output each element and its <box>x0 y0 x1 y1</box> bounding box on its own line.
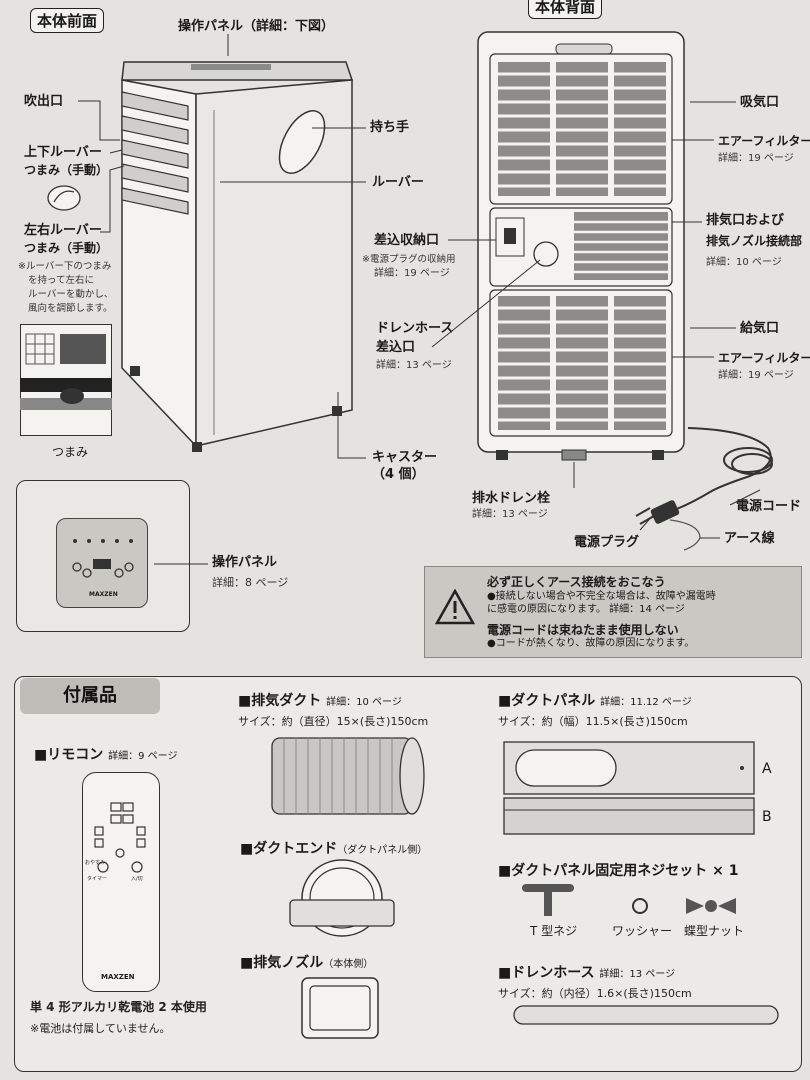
duct-ref: 詳細：10 ページ <box>326 697 402 708</box>
handle-label: 持ち手 <box>370 120 410 135</box>
power-plug-label: 電源プラグ <box>574 535 640 550</box>
exhaust-ref: 詳細：10 ページ <box>706 257 782 268</box>
duct-end-illustration <box>289 859 395 937</box>
t-screw-label: T 型ネジ <box>530 924 578 938</box>
panel-closeup: MAXZEN <box>56 518 148 608</box>
louver-note-3: ルーバーを動かし、 <box>28 289 114 300</box>
exhaust-label-2: 排気ノズル接続部 <box>706 234 803 248</box>
louver-note-2: を持って左右に <box>28 275 95 286</box>
duct-heading: ■排気ダクト 詳細：10 ページ <box>238 690 402 710</box>
warning-icon <box>435 589 475 625</box>
exhaust-duct-illustration <box>271 737 425 815</box>
remote-heading: ■リモコン 詳細：9 ページ <box>34 744 177 764</box>
filter1-label: エアーフィルター <box>718 134 810 148</box>
plug-store-label: 差込収納口 <box>374 233 440 248</box>
drain-plug-ref: 詳細：13 ページ <box>472 509 548 520</box>
louver-label: ルーバー <box>372 175 424 190</box>
filter1-ref: 詳細：19 ページ <box>718 153 794 164</box>
duct-size: サイズ：約（直径）15×(長さ)150cm <box>238 715 429 728</box>
panel-size: サイズ：約（幅）11.5×(長さ)150cm <box>498 715 688 728</box>
warning-text-1a: ●接続しない場合や不完全な場合は、故障や漏電時 <box>487 591 716 602</box>
drain-hose-label-2: 差込口 <box>376 340 416 355</box>
knob-label: つまみ <box>52 445 89 459</box>
back-unit-illustration <box>477 31 685 461</box>
screw-heading: ■ダクトパネル固定用ネジセット × 1 <box>498 863 739 879</box>
filter2-ref: 詳細：19 ページ <box>718 370 794 381</box>
front-unit-illustration <box>121 61 354 452</box>
warning-box: 必ず正しくアース接続をおこなう ●接続しない場合や不完全な場合は、故障や漏電時 … <box>424 566 802 658</box>
panel-b-label: B <box>762 809 772 825</box>
remote-btn-2: タイマー <box>87 876 108 882</box>
plug-store-ref: 詳細：19 ページ <box>374 268 450 279</box>
earth-label: アース線 <box>724 531 775 546</box>
panel-label: 操作パネル <box>212 555 278 570</box>
louver-note-1: ※ルーバー下のつまみ <box>18 261 112 272</box>
outlet-label: 吹出口 <box>24 94 64 109</box>
panel-a-label: A <box>762 761 772 777</box>
nozzle-heading-text: ■排気ノズル <box>240 955 324 971</box>
louver-note-4: 風向を調節します。 <box>28 303 113 314</box>
warning-heading-2: 電源コードは束ねたまま使用しない <box>487 623 679 637</box>
hose-ref: 詳細：13 ページ <box>599 969 676 980</box>
remote-illustration: おやすみ タイマー 入/切 MAXZEN <box>82 772 160 992</box>
duct-end-heading: ■ダクトエンド（ダクトパネル側） <box>240 838 427 858</box>
knob-inset-illustration <box>20 324 112 436</box>
duct-heading-text: ■排気ダクト <box>238 693 322 709</box>
panel-brand: MAXZEN <box>89 591 118 598</box>
battery-note: ※電池は付属していません。 <box>30 1022 171 1035</box>
nozzle-heading: ■排気ノズル（本体側） <box>240 952 373 972</box>
remote-btn-3: 入/切 <box>131 876 143 882</box>
caster-count: （4 個） <box>372 467 425 482</box>
remote-ref: 詳細：9 ページ <box>108 751 178 762</box>
panel-buttons-icon <box>72 539 134 578</box>
washer-label: ワッシャー <box>612 924 673 938</box>
remote-buttons-icon <box>94 802 146 873</box>
panel-heading-text: ■ダクトパネル <box>498 693 596 709</box>
duct-end-sub: （ダクトパネル側） <box>337 845 428 856</box>
duct-panel-illustration <box>503 741 755 835</box>
screw-set-illustration <box>522 884 736 916</box>
battery-label: 単 4 形アルカリ乾電池 2 本使用 <box>30 1000 207 1014</box>
nozzle-sub: （本体側） <box>323 959 374 970</box>
warning-text-1b: に感電の原因になります。 詳細：14 ページ <box>487 604 685 615</box>
panel-ref: 詳細：8 ページ <box>212 576 289 589</box>
front-panel-top-label: 操作パネル（詳細：下図） <box>178 19 335 34</box>
louver-ud-label-1: 上下ルーバー <box>24 145 102 160</box>
filter2-label: エアーフィルター <box>718 351 810 365</box>
back-view-title: 本体背面 <box>528 0 603 19</box>
warning-text-2: ●コードが熱くなり、故障の原因になります。 <box>487 638 695 649</box>
louver-knob-icon <box>47 185 81 211</box>
warning-heading-1: 必ず正しくアース接続をおこなう <box>487 575 666 589</box>
power-cord-label: 電源コード <box>736 499 802 514</box>
drain-hose-ref: 詳細：13 ページ <box>376 360 452 371</box>
front-view-title: 本体前面 <box>30 8 105 33</box>
panel-heading: ■ダクトパネル 詳細：11.12 ページ <box>498 690 692 710</box>
hose-size: サイズ：約（内径）1.6×(長さ)150cm <box>498 987 692 1000</box>
intake-label: 吸気口 <box>740 95 780 110</box>
exhaust-label-1: 排気口および <box>706 213 785 228</box>
supply-label: 給気口 <box>740 321 780 336</box>
leader-lines <box>78 34 761 565</box>
drain-plug-label: 排水ドレン栓 <box>472 491 551 506</box>
louver-lr-label-2: つまみ（手動） <box>24 241 109 255</box>
power-cord-illustration <box>635 427 773 551</box>
remote-heading-text: ■リモコン <box>34 747 104 763</box>
hose-heading-text: ■ドレンホース <box>498 965 595 981</box>
duct-panel-ref: 詳細：11.12 ページ <box>600 697 692 708</box>
remote-btn-1: おやすみ <box>85 860 106 866</box>
drain-hose-label-1: ドレンホース <box>376 321 454 336</box>
nozzle-illustration <box>301 977 379 1039</box>
wing-nut-label: 蝶型ナット <box>684 924 745 938</box>
caster-label: キャスター <box>372 450 438 465</box>
drain-hose-illustration <box>513 1005 779 1025</box>
louver-ud-label-2: つまみ（手動） <box>24 163 109 177</box>
hose-heading: ■ドレンホース 詳細：13 ページ <box>498 962 675 982</box>
plug-store-note: ※電源プラグの収納用 <box>362 254 456 265</box>
louver-lr-label-1: 左右ルーバー <box>24 223 102 238</box>
duct-end-heading-text: ■ダクトエンド <box>240 841 338 857</box>
remote-brand: MAXZEN <box>101 973 135 981</box>
accessories-title: 付属品 <box>20 678 160 714</box>
